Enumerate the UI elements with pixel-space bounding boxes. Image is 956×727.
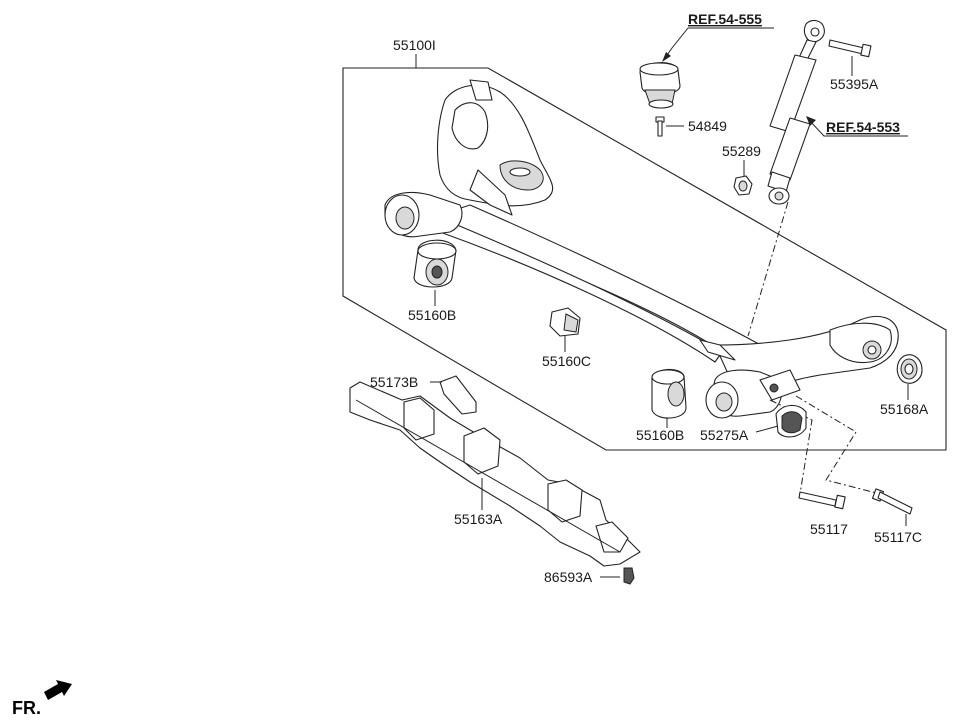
stopper-55160C xyxy=(549,307,581,337)
clip-86593A xyxy=(623,567,635,585)
label-55173B: 55173B xyxy=(370,374,418,390)
front-indicator-label: FR. xyxy=(12,698,41,718)
torsion-beam-axle xyxy=(384,79,899,419)
bolt-54849 xyxy=(655,116,665,137)
ref-shock-arrow xyxy=(806,116,816,126)
bolt-55117C xyxy=(871,488,913,515)
shock-to-axle-line xyxy=(747,201,789,337)
ref-top-label: REF.54-555 xyxy=(688,11,762,27)
label-55117: 55117 xyxy=(810,521,848,537)
ref-top-arrow xyxy=(662,52,671,62)
label-55160C: 55160C xyxy=(542,353,591,369)
ref-top-leader xyxy=(664,27,689,59)
bushing-55160B-left xyxy=(413,239,457,288)
label-86593A: 86593A xyxy=(544,569,593,585)
leader-55275A xyxy=(755,425,779,433)
shock-absorber xyxy=(767,19,825,205)
front-indicator-arrow-icon xyxy=(44,680,72,700)
bracket-55173B xyxy=(439,375,477,415)
bump-stop xyxy=(639,62,681,109)
bolt-55117C-line xyxy=(795,395,881,495)
bushing-55160B-right xyxy=(651,368,687,419)
under-cover-55163A xyxy=(349,381,641,567)
label-55117C: 55117C xyxy=(874,529,922,545)
label-55168A: 55168A xyxy=(880,401,929,417)
bolt-55395A xyxy=(828,39,872,58)
label-55275A: 55275A xyxy=(700,427,749,443)
bracket-55275A xyxy=(775,404,807,438)
assembly-label: 55100I xyxy=(393,37,436,53)
bolt-55117 xyxy=(798,491,846,510)
label-55160B-right: 55160B xyxy=(636,427,684,443)
ref-shock-leader xyxy=(808,119,908,137)
label-55395A: 55395A xyxy=(830,76,879,92)
label-55160B-left: 55160B xyxy=(408,307,456,323)
nut-55289 xyxy=(733,175,753,196)
axle-assembly-frame xyxy=(342,67,947,451)
label-55289: 55289 xyxy=(722,143,761,159)
hub-55168A xyxy=(896,354,923,384)
ref-shock-label: REF.54-553 xyxy=(826,119,900,135)
label-55163A: 55163A xyxy=(454,511,503,527)
label-54849: 54849 xyxy=(688,118,727,134)
